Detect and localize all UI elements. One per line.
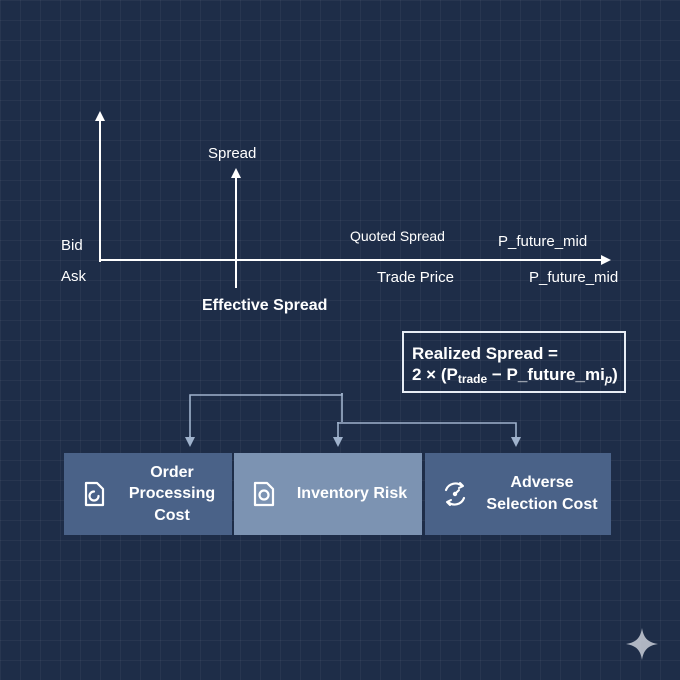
future-mid-lower-label: P_future_mid (529, 269, 619, 286)
formula-middle: − P_future_mi (487, 365, 605, 385)
gauge-arrows-icon (444, 482, 466, 506)
inventory-risk-label: Inventory Risk (296, 485, 408, 503)
order-processing-cost-box: Order Processing Cost (64, 453, 232, 535)
trade-price-label: Trade Price (377, 269, 454, 286)
document-clock-icon (84, 481, 105, 507)
formula-prefix: 2 × (P (412, 365, 458, 385)
formula-sub-p: p (604, 372, 613, 387)
effective-spread-label: Effective Spread (202, 297, 328, 314)
connector-lines (185, 393, 521, 447)
adverse-selection-cost-box: Adverse Selection Cost (425, 453, 611, 535)
sparkle-icon (626, 628, 658, 660)
formula-line-2: 2 × (Ptrade − P_future_mip) (412, 364, 624, 387)
bid-label: Bid (61, 237, 83, 254)
formula-suffix: ) (612, 365, 618, 385)
future-mid-upper-label: P_future_mid (498, 233, 588, 250)
formula-sub-trade: trade (457, 372, 488, 387)
realized-spread-formula: Realized Spread = 2 × (Ptrade − P_future… (402, 331, 626, 393)
spread-label: Spread (208, 145, 257, 162)
inventory-risk-box: Inventory Risk (234, 453, 422, 535)
order-processing-cost-label: Order Processing Cost (128, 463, 216, 524)
formula-line-1: Realized Spread = (412, 344, 558, 363)
quoted-spread-label: Quoted Spread (350, 228, 445, 244)
adverse-selection-cost-label: Adverse Selection Cost (486, 474, 598, 513)
inventory-document-icon (253, 481, 275, 507)
ask-label: Ask (61, 268, 87, 285)
